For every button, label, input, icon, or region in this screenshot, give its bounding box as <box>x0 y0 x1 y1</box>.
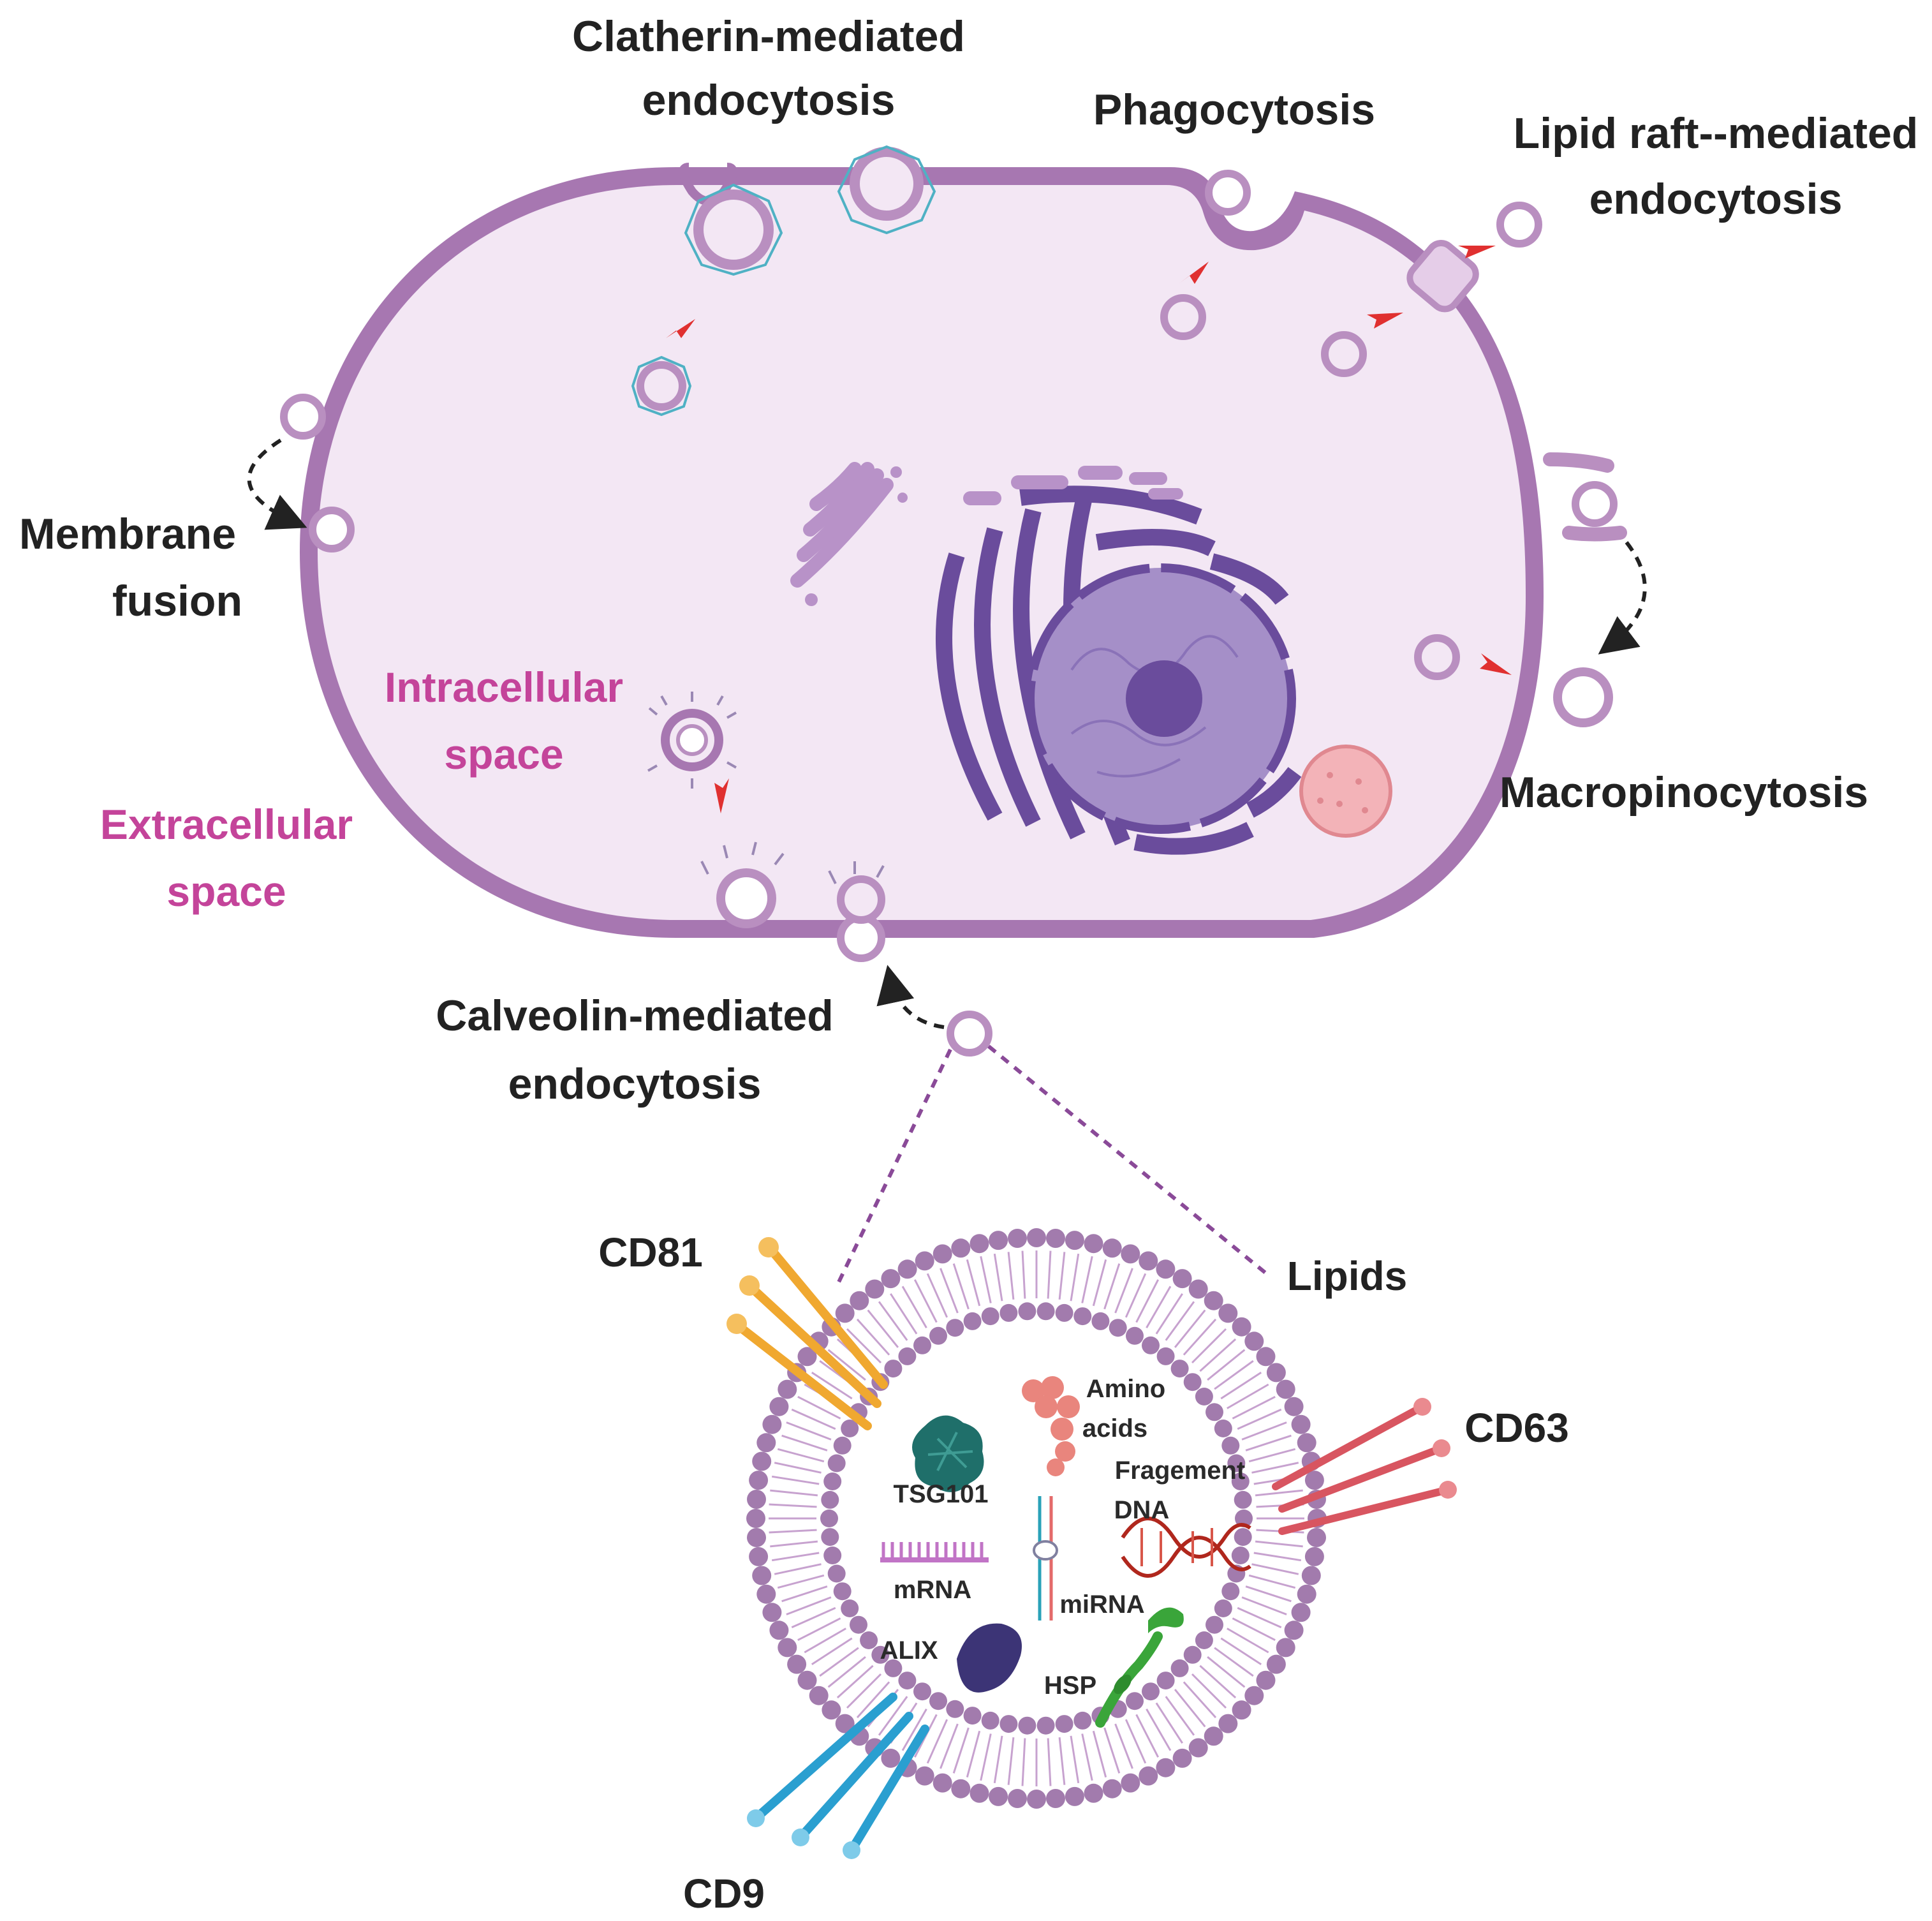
lipid-raft-channel <box>1406 240 1479 313</box>
lipid-tails <box>769 1250 1304 1786</box>
label-lipid-raft-line1: Lipid raft--mediated <box>1514 109 1919 158</box>
endoplasmic-reticulum <box>936 486 1302 855</box>
red-arrow-phagocytosis <box>1179 262 1209 284</box>
zoom-line-left <box>834 1048 952 1290</box>
label-caveolin-line2: endocytosis <box>508 1060 762 1108</box>
label-lipids: Lipids <box>1287 1253 1407 1299</box>
dashed-arrow-macropinocytosis <box>1598 541 1647 655</box>
dashed-arrow-caveolin <box>876 965 945 1029</box>
label-amino-line2: acids <box>1082 1414 1147 1443</box>
label-cd63: CD63 <box>1464 1405 1569 1451</box>
red-arrow-lipid-raft-out <box>1458 246 1496 258</box>
er-vesicles <box>963 466 1183 505</box>
label-fragment-line1: Fragement <box>1115 1457 1246 1485</box>
label-intracellular-line2: space <box>444 731 563 778</box>
fusion-vesicle-fusing <box>309 507 355 553</box>
caveosome <box>647 692 737 789</box>
clathrin-pit <box>679 163 783 276</box>
label-amino-line1: Amino <box>1086 1375 1165 1403</box>
alix-icon <box>957 1623 1022 1693</box>
exosome <box>726 1228 1457 1859</box>
exosome-approaching <box>947 1011 992 1057</box>
label-lipid-raft-line2: endocytosis <box>1589 175 1843 223</box>
fragment-dna-icon <box>1121 1517 1251 1578</box>
label-membrane-fusion-line1: Membrane <box>19 510 236 558</box>
label-caveolin-line1: Calveolin-mediated <box>436 991 834 1040</box>
red-arrow-macropinocytosis <box>1480 653 1512 675</box>
label-extracellular-line1: Extracellular <box>100 801 353 848</box>
tsg101-icon <box>912 1415 984 1492</box>
phagocytosis-particle <box>1205 170 1251 216</box>
zoom-line-right <box>987 1044 1271 1278</box>
label-clathrin-line2: endocytosis <box>642 76 896 124</box>
label-hsp: HSP <box>1044 1672 1096 1700</box>
red-arrow-caveolin <box>714 778 729 813</box>
clathrin-vesicle-budding <box>837 145 936 235</box>
cd9-marker <box>747 1693 929 1859</box>
label-intracellular-line1: Intracellular <box>385 664 623 711</box>
clathrin-coated-vesicle <box>631 355 692 417</box>
mrna-icon <box>880 1542 989 1562</box>
red-arrows <box>666 246 1512 813</box>
label-fragment-line2: DNA <box>1114 1496 1170 1524</box>
lysosome <box>1299 745 1392 838</box>
phagosome <box>1160 294 1206 340</box>
label-mrna: mRNA <box>894 1576 971 1604</box>
amino-acids-icon <box>1022 1376 1080 1476</box>
red-arrow-lipid-raft-in <box>1367 313 1403 329</box>
label-clathrin-line1: Clatherin-mediated <box>572 12 965 61</box>
label-membrane-fusion-line2: fusion <box>112 577 242 625</box>
cell <box>247 145 1647 1290</box>
diagram-labels: Clatherin-mediated endocytosis Phagocyto… <box>19 12 1918 1917</box>
macropinosome <box>1414 634 1460 680</box>
label-phagocytosis: Phagocytosis <box>1093 85 1375 134</box>
label-mirna: miRNA <box>1059 1591 1144 1619</box>
lipid-bilayer-outer <box>746 1228 1327 1809</box>
fusion-vesicle-outside <box>280 394 326 440</box>
red-arrow-clathrin <box>666 319 695 338</box>
caveolin-vesicle-budding <box>828 861 885 962</box>
label-cd9: CD9 <box>683 1871 765 1917</box>
cd81-marker <box>726 1237 888 1430</box>
cd63-marker <box>1272 1398 1457 1535</box>
macropinocytosis-ruffles <box>1543 452 1627 727</box>
label-extracellular-line2: space <box>166 868 286 915</box>
label-cd81: CD81 <box>598 1229 703 1275</box>
label-macropinocytosis: Macropinocytosis <box>1500 768 1868 817</box>
caveolin-pit <box>700 842 785 928</box>
mirna-icon <box>1033 1496 1058 1621</box>
label-tsg101: TSG101 <box>894 1480 989 1508</box>
label-alix: ALIX <box>880 1636 938 1665</box>
hsp-icon <box>1095 1607 1184 1728</box>
lipid-raft-particle-outside <box>1496 202 1542 248</box>
nucleus <box>1026 563 1296 834</box>
dashed-arrow-membrane-fusion <box>247 438 307 530</box>
golgi-apparatus <box>790 462 908 606</box>
lipid-raft-vesicle-inside <box>1321 331 1367 377</box>
nucleolus <box>1126 660 1202 737</box>
